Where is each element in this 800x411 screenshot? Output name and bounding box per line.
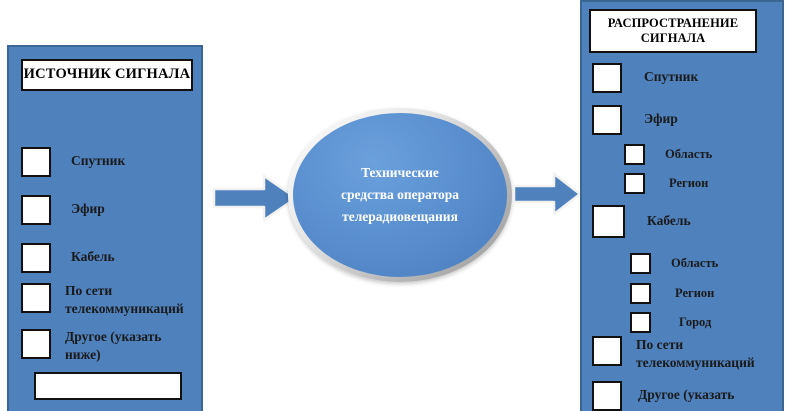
central-node: Технические средства оператора телерадио…: [288, 108, 512, 282]
checkbox-dist-telecom-network[interactable]: [592, 336, 622, 366]
label-source-telecom-network: По сети телекоммуникаций: [65, 283, 184, 316]
central-node-body: Технические средства оператора телерадио…: [293, 113, 507, 277]
checkbox-dist-broadcast-oblast[interactable]: [624, 144, 645, 165]
checkbox-dist-broadcast[interactable]: [592, 105, 622, 135]
signal-distribution-title: РАСПРОСТРАНЕНИЕ СИГНАЛА: [589, 9, 757, 53]
option-row-dist-cable[interactable]: Кабель: [592, 205, 691, 238]
label-source-other: Другое (указать ниже): [65, 329, 162, 362]
checkbox-dist-cable-region[interactable]: [630, 283, 651, 304]
label-dist-telecom-network: По сети телекоммуникаций: [636, 337, 755, 370]
option-row-source-satellite[interactable]: Спутник: [21, 147, 125, 177]
source-other-text-field[interactable]: [34, 372, 182, 400]
label-dist-cable: Кабель: [647, 213, 691, 228]
label-source-satellite: Спутник: [71, 153, 126, 168]
label-dist-other: Другое (указать: [638, 387, 735, 402]
option-row-dist-other[interactable]: Другое (указать: [592, 381, 734, 411]
label-dist-cable-city: Город: [679, 315, 712, 329]
option-row-dist-cable-region[interactable]: Регион: [630, 283, 714, 304]
option-row-dist-broadcast-oblast[interactable]: Область: [624, 144, 712, 165]
source-signal-title: ИСТОЧНИК СИГНАЛА: [21, 59, 193, 91]
option-row-dist-satellite[interactable]: Спутник: [592, 63, 698, 93]
option-row-dist-broadcast[interactable]: Эфир: [592, 105, 678, 135]
checkbox-dist-cable[interactable]: [592, 205, 625, 238]
checkbox-source-satellite[interactable]: [21, 147, 51, 177]
label-dist-broadcast-region: Регион: [669, 176, 709, 190]
checkbox-dist-cable-oblast[interactable]: [630, 253, 651, 274]
label-dist-broadcast-oblast: Область: [665, 147, 713, 161]
option-row-dist-telecom-network[interactable]: По сети телекоммуникаций: [592, 336, 755, 372]
source-signal-panel: ИСТОЧНИК СИГНАЛА Спутник Эфир Кабель По …: [7, 45, 203, 411]
label-source-cable: Кабель: [71, 249, 115, 264]
checkbox-dist-broadcast-region[interactable]: [624, 173, 645, 194]
label-dist-broadcast: Эфир: [644, 111, 678, 126]
label-dist-cable-region: Регион: [675, 286, 715, 300]
option-row-dist-cable-city[interactable]: Город: [630, 312, 711, 333]
checkbox-dist-cable-city[interactable]: [630, 312, 651, 333]
checkbox-source-other[interactable]: [21, 329, 51, 359]
label-dist-satellite: Спутник: [644, 69, 699, 84]
option-row-dist-broadcast-region[interactable]: Регион: [624, 173, 708, 194]
label-source-broadcast: Эфир: [71, 201, 105, 216]
checkbox-source-broadcast[interactable]: [21, 195, 51, 225]
option-row-dist-cable-oblast[interactable]: Область: [630, 253, 718, 274]
arrow-center-to-distribution: [512, 170, 582, 218]
signal-distribution-panel: РАСПРОСТРАНЕНИЕ СИГНАЛА Спутник Эфир Обл…: [580, 0, 784, 411]
checkbox-source-telecom-network[interactable]: [21, 283, 51, 313]
option-row-source-telecom-network[interactable]: По сети телекоммуникаций: [21, 283, 184, 318]
checkbox-dist-other[interactable]: [592, 381, 622, 411]
arrow-source-to-center: [212, 172, 298, 224]
label-dist-cable-oblast: Область: [671, 256, 719, 270]
option-row-source-cable[interactable]: Кабель: [21, 243, 115, 273]
central-node-label: Технические средства оператора телерадио…: [340, 165, 460, 224]
checkbox-source-cable[interactable]: [21, 243, 51, 273]
option-row-source-broadcast[interactable]: Эфир: [21, 195, 105, 225]
checkbox-dist-satellite[interactable]: [592, 63, 622, 93]
option-row-source-other[interactable]: Другое (указать ниже): [21, 329, 161, 364]
